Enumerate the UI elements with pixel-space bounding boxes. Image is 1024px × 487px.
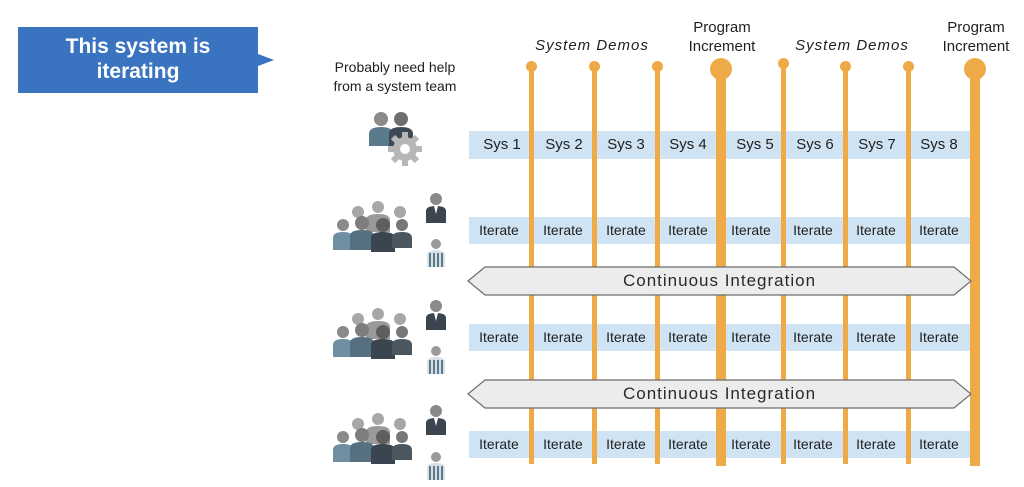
system-team-note-line1: Probably need help: [334, 59, 456, 75]
double-arrow-shape: [467, 266, 972, 296]
team-group-icon: [333, 308, 412, 359]
program-increment-label-1: Program Increment: [680, 18, 764, 56]
sys-cell-4: Sys 4: [669, 136, 707, 153]
iterate-cell: Iterate: [856, 222, 896, 238]
callout-text: This system is iterating: [18, 34, 258, 84]
program-increment-pole: [970, 70, 980, 466]
iterate-cell: Iterate: [793, 329, 833, 345]
sys-cell-8: Sys 8: [920, 136, 958, 153]
product-owner-icon: [426, 193, 446, 223]
sys-cell-3: Sys 3: [607, 136, 645, 153]
iterate-cell: Iterate: [543, 329, 583, 345]
people-gear-icon: [369, 112, 422, 166]
iterate-cell: Iterate: [479, 329, 519, 345]
iterate-cell: Iterate: [668, 222, 708, 238]
continuous-integration-bar-2: Continuous Integration: [467, 379, 972, 409]
continuous-integration-label: Continuous Integration: [622, 384, 817, 403]
iteration-boundary-knob: [526, 61, 537, 72]
team-group-icon: [333, 201, 412, 252]
iterate-cell: Iterate: [543, 436, 583, 452]
iterate-cell: Iterate: [856, 329, 896, 345]
iterate-cell: Iterate: [479, 436, 519, 452]
iteration-boundary-pole: [592, 67, 597, 464]
system-demos-label-2: System Demos: [795, 37, 909, 54]
sys-cell-5: Sys 5: [736, 136, 774, 153]
scrum-master-icon: [427, 239, 445, 267]
scrum-master-icon: [427, 346, 445, 374]
program-increment-knob: [964, 58, 986, 80]
iteration-boundary-pole: [655, 67, 660, 464]
continuous-integration-label: Continuous Integration: [622, 271, 817, 290]
iterate-cell: Iterate: [479, 222, 519, 238]
iterate-cell: Iterate: [793, 222, 833, 238]
callout-line-1: This system is: [65, 35, 211, 58]
iterate-cell: Iterate: [919, 329, 959, 345]
continuous-integration-bar-1: Continuous Integration: [467, 266, 972, 296]
double-arrow-shape: [467, 379, 972, 409]
program-increment-1-line1: Program: [693, 19, 751, 36]
iteration-boundary-pole: [781, 64, 786, 464]
system-iterating-callout: This system is iterating: [18, 27, 274, 93]
iterate-cell: Iterate: [731, 436, 771, 452]
product-owner-icon: [426, 405, 446, 435]
iterate-cell: Iterate: [668, 329, 708, 345]
sys-cell-7: Sys 7: [858, 136, 896, 153]
iterate-row-1: Iterate Iterate Iterate Iterate Iterate …: [469, 217, 970, 244]
program-increment-knob: [710, 58, 732, 80]
scrum-master-icon: [427, 452, 445, 480]
iterate-cell: Iterate: [606, 222, 646, 238]
sys-cell-1: Sys 1: [483, 136, 521, 153]
iteration-boundary-pole: [843, 67, 848, 464]
callout-shape: [18, 27, 274, 93]
iteration-boundary-pole: [906, 67, 911, 464]
sys-cell-2: Sys 2: [545, 136, 583, 153]
program-increment-1-line2: Increment: [688, 38, 756, 55]
iterate-cell: Iterate: [731, 222, 771, 238]
iterate-cell: Iterate: [919, 222, 959, 238]
callout-line-2: iterating: [96, 60, 180, 83]
iteration-boundary-knob: [589, 61, 600, 72]
iterate-cell: Iterate: [606, 329, 646, 345]
iterate-cell: Iterate: [668, 436, 708, 452]
iterate-cell: Iterate: [856, 436, 896, 452]
sys-cell-6: Sys 6: [796, 136, 834, 153]
iteration-boundary-knob: [778, 58, 789, 69]
iterate-cell: Iterate: [793, 436, 833, 452]
team-group-icon: [333, 413, 412, 464]
iterate-row-2: Iterate Iterate Iterate Iterate Iterate …: [469, 324, 970, 351]
iteration-boundary-knob: [652, 61, 663, 72]
iterate-cell: Iterate: [731, 329, 771, 345]
program-increment-2-line1: Program: [947, 19, 1005, 36]
iterate-cell: Iterate: [606, 436, 646, 452]
iteration-boundary-knob: [903, 61, 914, 72]
system-demos-label-1: System Demos: [535, 37, 649, 54]
iterate-cell: Iterate: [543, 222, 583, 238]
program-increment-2-line2: Increment: [942, 38, 1010, 55]
iterate-cell: Iterate: [919, 436, 959, 452]
program-increment-label-2: Program Increment: [934, 18, 1018, 56]
iteration-boundary-pole: [529, 67, 534, 464]
product-owner-icon: [426, 300, 446, 330]
system-team-note-line2: from a system team: [333, 78, 457, 94]
iteration-boundary-knob: [840, 61, 851, 72]
system-team-note: Probably need help from a system team: [316, 58, 474, 96]
